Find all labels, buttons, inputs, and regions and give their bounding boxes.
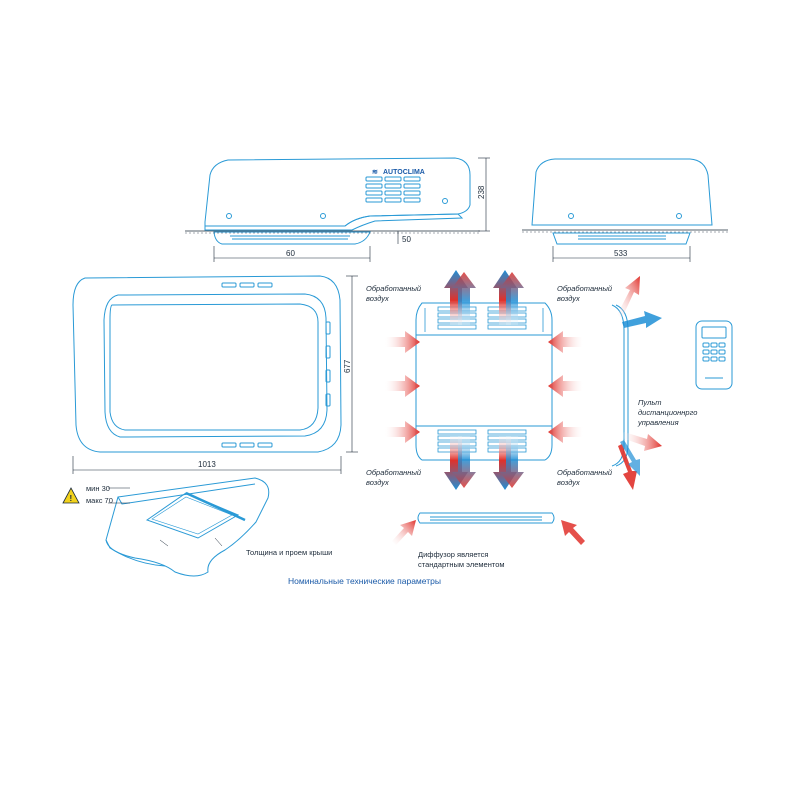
arrow-out-diag-bot-a (622, 432, 662, 451)
roof-thickness-marks (108, 487, 223, 547)
ceiling-diffuser (417, 512, 555, 524)
brand-logo: ≋ AUTOCLIMA (372, 169, 425, 176)
brand-logo-text: AUTOCLIMA (383, 169, 425, 176)
front-depth-label: 60 (286, 249, 295, 258)
inbound-arrows-left (385, 331, 420, 443)
arrow-out-diag-top-a (617, 276, 640, 318)
brand-logo-icon: ≋ (372, 169, 378, 176)
roof-min-label: мин 30 (86, 484, 110, 493)
side-view (204, 157, 471, 245)
height-dimension (478, 157, 490, 232)
arrow-out-diag-top-b (622, 311, 662, 328)
front-offset-label: 50 (402, 235, 411, 244)
inbound-arrows-right (548, 331, 583, 443)
arrow-out-down-right-b (500, 436, 524, 488)
top-view (72, 275, 342, 453)
arrow-in-diffuser-right (561, 520, 585, 545)
arrow-out-up-left-b (452, 272, 476, 325)
top-length-dimension (346, 275, 358, 453)
side-diffuser-profile (611, 304, 629, 467)
arrow-out-diag-bot-c (620, 440, 640, 476)
front-depth-dimension (213, 246, 371, 262)
top-width-dimension (72, 456, 342, 474)
height-dim-label: 238 (477, 185, 486, 199)
top-width-label: 1013 (198, 460, 216, 469)
warning-triangle-icon: ! (62, 487, 80, 504)
svg-text:!: ! (70, 494, 73, 503)
remote-control (695, 320, 733, 390)
arrow-in-diffuser-left (392, 520, 416, 545)
side-width-dimension (552, 246, 691, 262)
figure-caption: Номинальные технические параметры (288, 576, 441, 586)
roof-thickness-label: Толщина и проем крыши (246, 548, 332, 557)
arrow-out-diag-bot-b (618, 444, 637, 490)
roof-max-label: макс 70 (86, 496, 113, 505)
top-length-label: 677 (343, 359, 352, 373)
side-width-label: 533 (614, 249, 628, 258)
arrow-out-up-right-b (500, 272, 524, 325)
airflow-unit (415, 302, 553, 461)
arrow-out-down-left-b (452, 436, 476, 488)
roof-section (105, 477, 270, 577)
front-view (531, 158, 713, 245)
